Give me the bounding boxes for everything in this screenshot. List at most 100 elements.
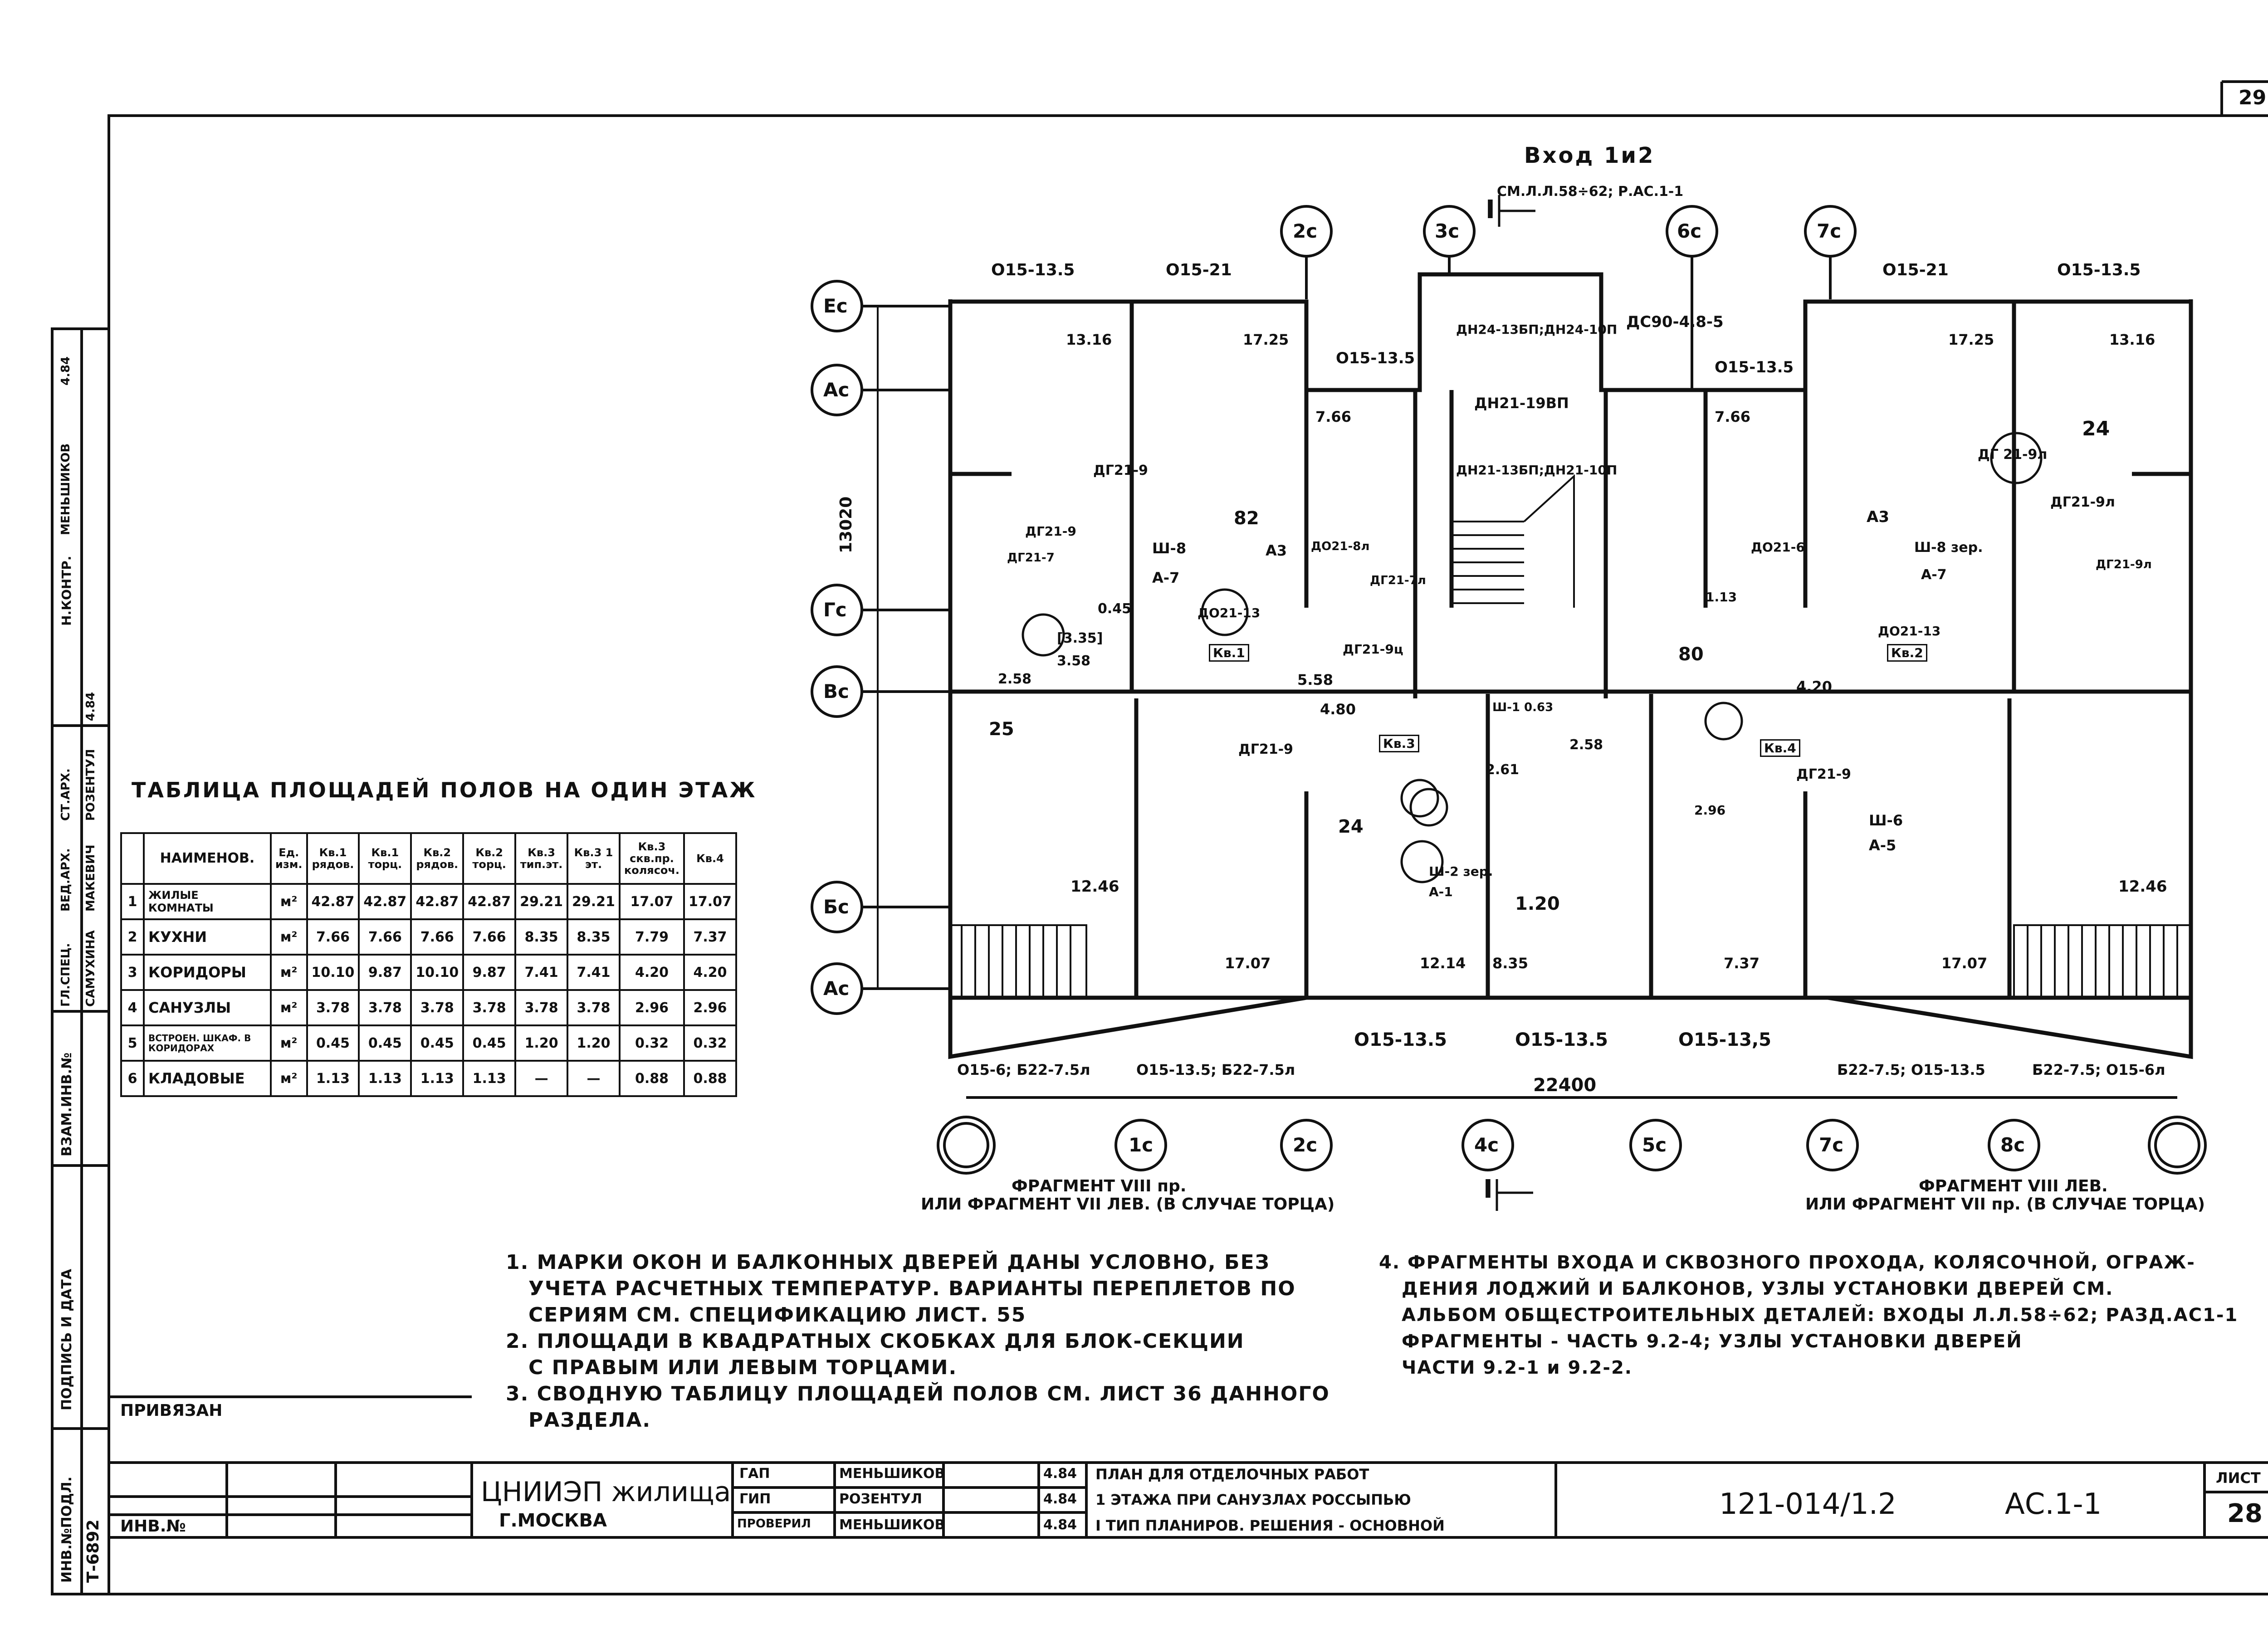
table-cell: КОРИДОРЫ — [143, 954, 272, 991]
header-cell: Кв.1 рядов. — [306, 832, 360, 885]
role-date: 4.84 — [1043, 1491, 1077, 1507]
notes-right: 4. ФРАГМЕНТЫ ВХОДА И СКВОЗНОГО ПРОХОДА, … — [1379, 1249, 2238, 1381]
table-cell: 3.78 — [462, 989, 517, 1026]
table-cell: м² — [270, 954, 308, 991]
door-mark: ДН24-13БП;ДН24-10П — [1456, 322, 1618, 337]
apartment-label: Кв.1 — [1209, 644, 1249, 662]
table-cell: 6 — [120, 1060, 145, 1097]
note-line: АЛЬБОМ ОБЩЕСТРОИТЕЛЬНЫХ ДЕТАЛЕЙ: ВХОДЫ Л… — [1402, 1305, 2239, 1326]
org-name: ЦНИИЭП жилища — [481, 1476, 731, 1508]
window-mark: О15-21 — [1166, 261, 1232, 279]
note-line: 1. МАРКИ ОКОН И БАЛКОННЫХ ДВЕРЕЙ ДАНЫ УС… — [506, 1251, 1270, 1274]
fragment-left-line2: ИЛИ ФРАГМЕНТ VII ЛЕВ. (В СЛУЧАЕ ТОРЦА) — [921, 1195, 1335, 1214]
table-cell: 2.96 — [683, 989, 737, 1026]
window-mark: О15-13,5 — [1678, 1029, 1771, 1050]
building-walls — [948, 272, 2193, 1059]
table-cell: КУХНИ — [143, 918, 272, 956]
room-area: 4.20 — [1796, 678, 1832, 695]
apartment-label: Кв.3 — [1379, 735, 1419, 752]
role-label: ГАП — [739, 1466, 770, 1482]
stamp-text: РОЗЕНТУЛ — [84, 749, 98, 821]
role-name: МЕНЬШИКОВ — [839, 1517, 945, 1533]
header-cell: Кв.2 рядов. — [410, 832, 464, 885]
room-area: Ш-2 зер. — [1429, 864, 1493, 879]
header-cell: Ед. изм. — [270, 832, 308, 885]
axis-label: Гс — [823, 599, 847, 621]
axis-label: Ес — [823, 295, 848, 317]
room-area: 2.58 — [1569, 737, 1603, 753]
table-cell: 42.87 — [462, 883, 517, 920]
table-cell: 1.20 — [514, 1024, 569, 1062]
table-cell: 0.45 — [462, 1024, 517, 1062]
door-mark: ДГ 21-9л — [1978, 447, 2048, 463]
room-area: А-1 — [1429, 884, 1453, 899]
room-area: 7.66 — [1715, 408, 1750, 425]
door-swings — [1022, 432, 2043, 883]
project-code: 121-014/1.2 — [1719, 1488, 1897, 1521]
fragment-left-line1: ФРАГМЕНТ VIII пр. — [1012, 1177, 1187, 1195]
door-mark: ДО21-6 — [1751, 540, 1805, 555]
room-area: Ш-8 зер. — [1914, 540, 1983, 556]
section-marker-bottom — [1496, 1179, 1533, 1211]
table-cell: ВСТРОЕН. ШКАФ. В КОРИДОРАХ — [143, 1024, 272, 1062]
table-cell: 3.78 — [514, 989, 569, 1026]
room-area: 2.61 — [1486, 762, 1520, 778]
sheet-title-line: ПЛАН ДЛЯ ОТДЕЛОЧНЫХ РАБОТ — [1095, 1466, 1369, 1483]
page-number: 29 — [2239, 86, 2267, 109]
window-mark: О15-13.5 — [1336, 349, 1415, 367]
room-area: А-7 — [1921, 567, 1947, 583]
door-mark: ДН21-13БП;ДН21-10П — [1456, 463, 1618, 478]
bottom-note: Б22-7.5; О15-6л — [2032, 1061, 2165, 1078]
stamp-text: ПОДПИСЬ И ДАТА — [59, 1268, 75, 1410]
table-cell: КЛАДОВЫЕ — [143, 1060, 272, 1097]
room-area: 1.13 — [1706, 590, 1737, 605]
table-cell: 8.35 — [567, 918, 621, 956]
room-area: А3 — [1867, 508, 1889, 526]
sheet-title-line: 1 ЭТАЖА ПРИ САНУЗЛАХ РОССЫПЬЮ — [1095, 1491, 1411, 1508]
axis-label: 2с — [1293, 1134, 1318, 1156]
axis-label: 8с — [2000, 1134, 2025, 1156]
header-cell: Кв.3 1 эт. — [567, 832, 621, 885]
fragment-right-line2: ИЛИ ФРАГМЕНТ VII пр. (В СЛУЧАЕ ТОРЦА) — [1805, 1195, 2205, 1214]
axis-label: 6с — [1677, 220, 1702, 242]
room-area: 1.20 — [1515, 893, 1560, 914]
note-line: 4. ФРАГМЕНТЫ ВХОДА И СКВОЗНОГО ПРОХОДА, … — [1379, 1252, 2195, 1273]
notes-left: 1. МАРКИ ОКОН И БАЛКОННЫХ ДВЕРЕЙ ДАНЫ УС… — [506, 1249, 1330, 1434]
table-cell: 10.10 — [306, 954, 360, 991]
table-cell: 7.41 — [514, 954, 569, 991]
axis-label: Бс — [823, 896, 849, 918]
loggia-hatching — [949, 924, 2192, 999]
window-mark: О15-13.5 — [2057, 261, 2141, 279]
door-mark: ДГ21-9 — [1238, 741, 1293, 757]
room-area: 3.58 — [1057, 653, 1091, 669]
axis-label: 4с — [1474, 1134, 1499, 1156]
side-stamp: ИНВ.№ПОДЛ. Т-6892 ПОДПИСЬ И ДАТА ВЗАМ.ИН… — [54, 331, 107, 1592]
table-cell: 7.66 — [358, 918, 412, 956]
room-area: 4.80 — [1320, 701, 1356, 718]
axis-label: 2с — [1293, 220, 1318, 242]
table-cell: 7.37 — [683, 918, 737, 956]
table-cell: САНУЗЛЫ — [143, 989, 272, 1026]
axis-label: 1с — [1129, 1134, 1154, 1156]
role-name: МЕНЬШИКОВ — [839, 1466, 945, 1482]
note-line: СЕРИЯМ СМ. СПЕЦИФИКАЦИЮ ЛИСТ. 55 — [528, 1303, 1026, 1327]
axis-label: 7с — [1817, 220, 1842, 242]
table-cell: м² — [270, 1060, 308, 1097]
role-name: РОЗЕНТУЛ — [839, 1491, 922, 1507]
door-mark: ДО21-13 — [1878, 624, 1941, 639]
room-area: 80 — [1678, 644, 1704, 665]
table-cell: м² — [270, 883, 308, 920]
window-mark: О15-21 — [1882, 261, 1949, 279]
table-cell: 42.87 — [306, 883, 360, 920]
table-cell: 8.35 — [514, 918, 569, 956]
header-cell: Кв.3 скв.пр. колясоч. — [618, 832, 685, 885]
sheet-label: ЛИСТ — [2216, 1469, 2261, 1487]
apartment-label: Кв.2 — [1887, 644, 1927, 662]
door-mark: ДО21-8л — [1311, 540, 1370, 553]
room-area: Ш-8 — [1152, 540, 1187, 557]
table-cell: 7.66 — [306, 918, 360, 956]
room-area: А-5 — [1869, 837, 1897, 854]
